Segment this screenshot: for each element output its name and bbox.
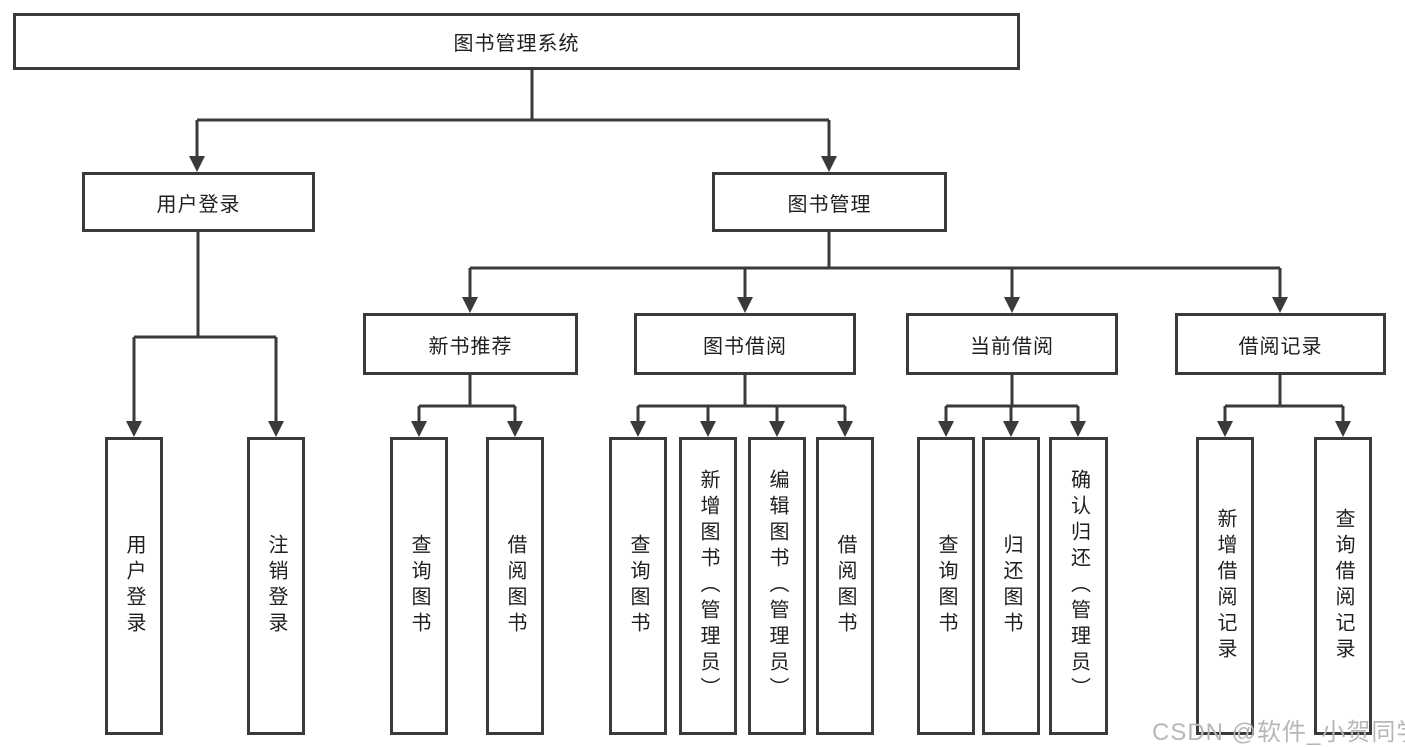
leaf-logout: 注销登录 [247,437,305,735]
leaf-query-borrow-record: 查询借阅记录 [1314,437,1372,735]
node-new-book-recommend: 新书推荐 [363,313,578,375]
leaf-edit-books-admin: 编辑图书（管理员） [748,437,806,735]
node-label: 用户登录 [156,193,241,216]
leaf-borrow-books: 借阅图书 [816,437,874,735]
leaf-label: 查询借阅记录 [1332,508,1354,664]
arrowheads [126,156,1351,437]
leaf-label: 新增借阅记录 [1214,508,1236,664]
leaf-query-books-borrowing: 查询图书 [609,437,667,735]
leaf-label: 注销登录 [265,534,287,638]
leaf-label: 查询图书 [935,534,957,638]
leaf-add-books-admin: 新增图书（管理员） [679,437,737,735]
leaf-add-borrow-record: 新增借阅记录 [1196,437,1254,735]
node-label: 图书管理 [787,193,872,216]
node-current-borrowing: 当前借阅 [906,313,1118,375]
leaf-label: 编辑图书（管理员） [766,469,788,703]
node-label: 图书管理系统 [453,33,580,55]
node-user-login: 用户登录 [82,172,315,232]
leaf-label: 新增图书（管理员） [697,469,719,703]
node-borrowing-records: 借阅记录 [1175,313,1386,375]
leaf-borrow-books-recommend: 借阅图书 [486,437,544,735]
leaf-confirm-return-admin: 确认归还（管理员） [1049,437,1108,735]
leaf-label: 归还图书 [1000,534,1022,638]
node-label: 新书推荐 [428,335,513,358]
leaf-label: 查询图书 [627,534,649,638]
leaf-query-books-current: 查询图书 [917,437,975,735]
leaf-return-books: 归还图书 [982,437,1040,735]
connector-lines [132,70,1345,423]
leaf-label: 查询图书 [408,534,430,638]
leaf-user-login: 用户登录 [105,437,163,735]
node-label: 借阅记录 [1238,335,1323,358]
node-label: 当前借阅 [970,335,1054,358]
leaf-label: 借阅图书 [834,534,856,638]
leaf-label: 确认归还（管理员） [1067,469,1090,703]
node-book-borrowing: 图书借阅 [634,313,856,375]
node-library-management-system: 图书管理系统 [13,13,1020,70]
leaf-query-books-recommend: 查询图书 [390,437,448,735]
csdn-watermark: CSDN @软件_小贺同学 [1152,719,1405,746]
node-book-management: 图书管理 [712,172,947,232]
leaf-label: 用户登录 [123,534,145,638]
node-label: 图书借阅 [703,335,787,358]
leaf-label: 借阅图书 [504,534,526,638]
